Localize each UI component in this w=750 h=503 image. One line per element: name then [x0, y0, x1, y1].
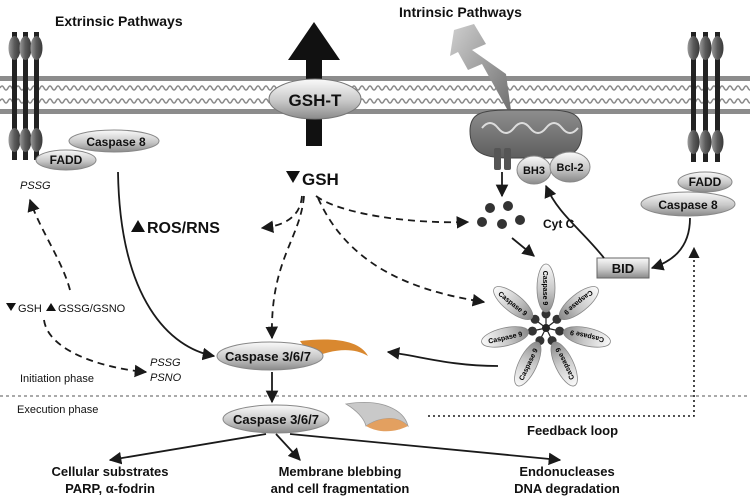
caspase9-subunit: Caspase 9: [550, 341, 578, 387]
extrinsic-title: Extrinsic Pathways: [55, 13, 183, 29]
fadd-left-shape: [35, 149, 97, 171]
apaf1-dot: [527, 326, 537, 336]
ros-label: ROS/RNS: [147, 220, 220, 237]
fadd-left-label: FADD: [50, 153, 83, 167]
caspase8-right-shape: [640, 191, 736, 217]
outcome2-line2: and cell fragmentation: [271, 481, 410, 496]
caspase9-label: Caspase 9: [541, 271, 548, 306]
pssg-top-label: PSSG: [20, 180, 51, 192]
caspase9-subunit: Caspase 9: [536, 263, 556, 313]
bid-shape: [596, 257, 650, 279]
bcl2-shape: [549, 151, 591, 183]
caspase367-top-label: Caspase 3/6/7: [225, 349, 311, 364]
caspase367-bottom-label: Caspase 3/6/7: [233, 412, 319, 427]
intrinsic-title: Intrinsic Pathways: [399, 4, 522, 20]
bh3-label: BH3: [523, 165, 545, 177]
caspase9-subunit: Caspase 9: [558, 286, 599, 320]
gsh-label: GSH: [302, 170, 339, 189]
outcome2-line1: Membrane blebbing: [279, 464, 402, 479]
bcl2-label: Bcl-2: [557, 162, 584, 174]
up-triangle-icon: [131, 220, 145, 232]
outcome1-line1: Cellular substrates: [51, 464, 168, 479]
cell-membrane: [0, 76, 750, 114]
caspase8-right-label: Caspase 8: [658, 198, 718, 212]
gsh-small-label: GSH: [18, 303, 42, 315]
caspase367-bottom-shape: [222, 404, 330, 434]
outcome1-line2: PARP, α-fodrin: [65, 481, 155, 496]
execution-label: Execution phase: [17, 404, 98, 416]
mitochondrion: [469, 109, 583, 170]
apoptosome-hub: [542, 324, 550, 332]
cleaved-fragment-accent: [366, 418, 408, 432]
fadd-right-shape: [677, 171, 733, 193]
fadd-right-label: FADD: [689, 175, 722, 189]
pathway-arrows: [27, 171, 691, 466]
death-receptor-left: [8, 32, 43, 160]
caspase9-subunit: Caspase 9: [563, 326, 611, 348]
bid-label: BID: [612, 261, 634, 276]
feedback-label: Feedback loop: [527, 423, 618, 438]
outcome3-line2: DNA degradation: [514, 481, 620, 496]
psno-mid-label: PSNO: [150, 372, 182, 384]
up-triangle-icon: [46, 303, 56, 311]
caspase8-left-shape: [68, 129, 160, 153]
cytochrome-c-dots: [477, 201, 525, 229]
caspase9-subunit: Caspase 9: [493, 286, 534, 320]
pssg-mid-label: PSSG: [150, 357, 181, 369]
feedback-loop-arrow: [428, 246, 700, 417]
apaf1-dot: [555, 326, 565, 336]
down-triangle-icon: [286, 171, 300, 183]
gssg-gsno-label: GSSG/GSNO: [58, 303, 126, 315]
gsh-t-transporter: [268, 78, 362, 120]
caspase9-subunit: Caspase 9: [514, 341, 542, 387]
caspase367-top-shape: [216, 341, 324, 371]
death-receptor-right: [687, 32, 724, 162]
gsh-t-label: GSH-T: [289, 91, 343, 110]
initiation-label: Initiation phase: [20, 373, 94, 385]
outcome3-line1: Endonucleases: [519, 464, 614, 479]
cytc-label: Cyt C: [543, 217, 575, 231]
caspase8-left-label: Caspase 8: [86, 135, 146, 149]
caspase9-subunit: Caspase 9: [481, 326, 529, 348]
stress-bolt-icon: [450, 24, 512, 118]
down-triangle-icon: [6, 303, 16, 311]
